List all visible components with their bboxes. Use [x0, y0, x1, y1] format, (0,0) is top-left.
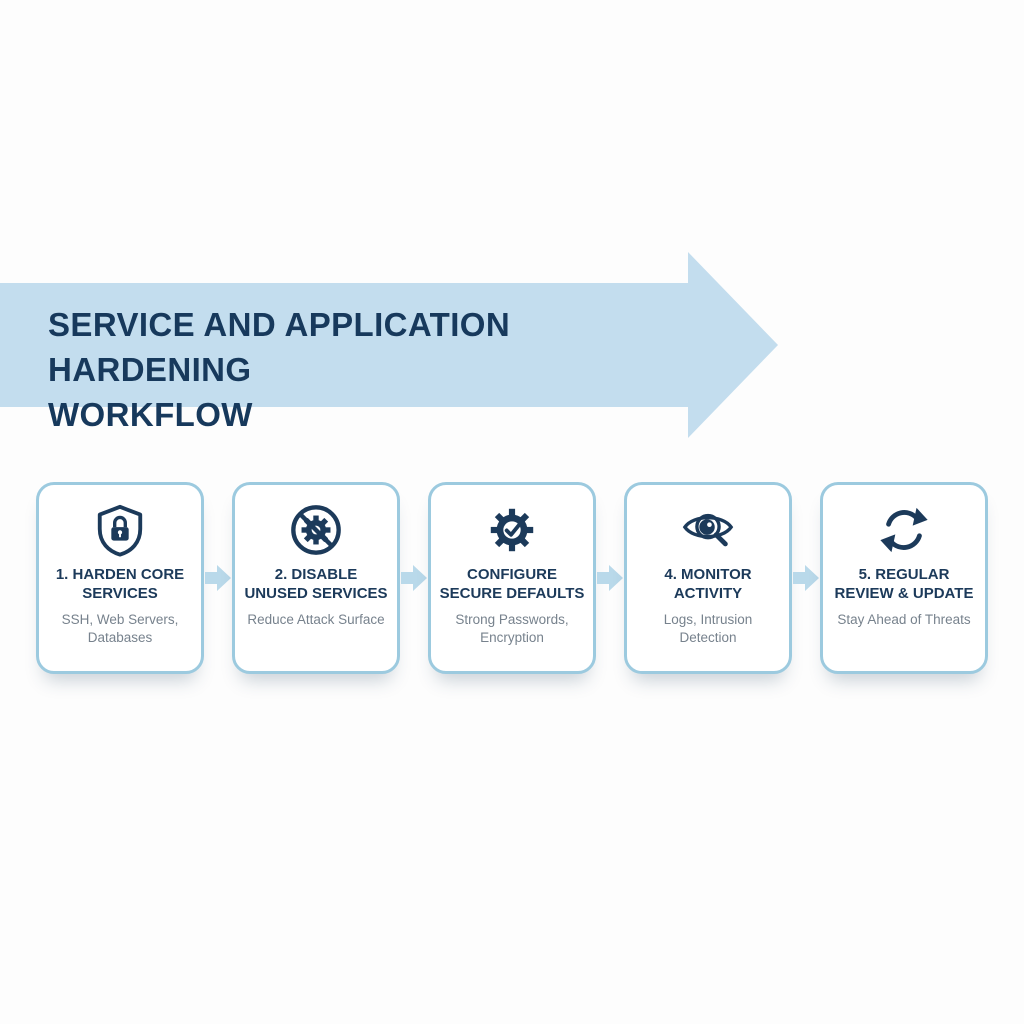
step-subtitle: Reduce Attack Surface: [247, 612, 385, 627]
connector-arrow-icon: [204, 482, 232, 674]
step-subtitle: Strong Passwords, Encryption: [455, 612, 569, 645]
connector-arrow-icon: [792, 482, 820, 674]
step-subtitle: SSH, Web Servers, Databases: [61, 612, 179, 645]
step-title: 4. MONITOR ACTIVITY: [664, 566, 752, 602]
workflow-steps-row: 1. HARDEN CORE SERVICES SSH, Web Servers…: [0, 482, 1024, 674]
step-card-monitor-activity: 4. MONITOR ACTIVITY Logs, Intrusion Dete…: [624, 482, 792, 674]
shield-lock-icon: [93, 503, 147, 557]
step-title: 1. HARDEN CORE SERVICES: [55, 566, 185, 602]
step-card-configure-secure-defaults: CONFIGURE SECURE DEFAULTS Strong Passwor…: [428, 482, 596, 674]
step-card-regular-review-update: 5. REGULAR REVIEW & UPDATE Stay Ahead of…: [820, 482, 988, 674]
workflow-banner-arrow: [0, 250, 784, 440]
page-title-line2: WORKFLOW: [48, 396, 253, 433]
step-subtitle: Stay Ahead of Threats: [837, 612, 971, 627]
page-title-line1: SERVICE AND APPLICATION HARDENING: [48, 306, 511, 388]
connector-arrow-icon: [596, 482, 624, 674]
step-title: CONFIGURE SECURE DEFAULTS: [439, 566, 585, 602]
step-title: 5. REGULAR REVIEW & UPDATE: [834, 566, 974, 602]
step-subtitle: Logs, Intrusion Detection: [663, 612, 753, 645]
step-title: 2. DISABLE UNUSED SERVICES: [244, 566, 388, 602]
connector-arrow-icon: [400, 482, 428, 674]
refresh-icon: [877, 503, 931, 557]
eye-magnifier-icon: [681, 503, 735, 557]
step-card-harden-core-services: 1. HARDEN CORE SERVICES SSH, Web Servers…: [36, 482, 204, 674]
step-card-disable-unused-services: 2. DISABLE UNUSED SERVICES Reduce Attack…: [232, 482, 400, 674]
disabled-gear-icon: [289, 503, 343, 557]
banner-arrow-shape: [0, 252, 778, 438]
gear-check-icon: [485, 503, 539, 557]
page-title: SERVICE AND APPLICATION HARDENING WORKFL…: [48, 302, 708, 437]
